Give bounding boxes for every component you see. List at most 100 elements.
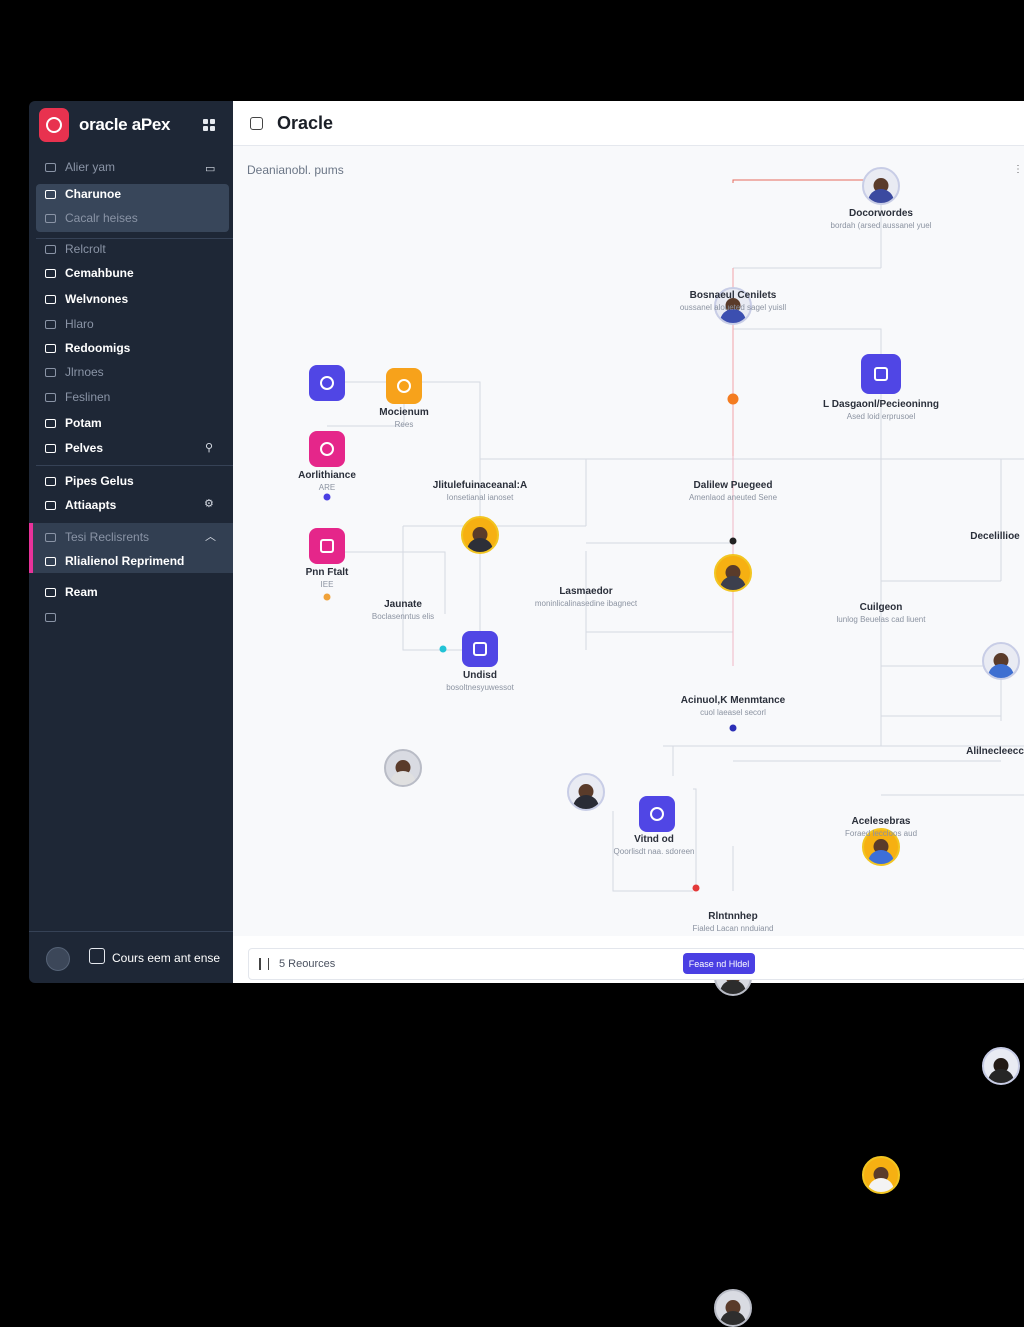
node-tile-3[interactable] (386, 368, 422, 404)
sidebar-item-label: Attiaapts (65, 498, 117, 512)
menu-item-icon (45, 213, 56, 223)
action-button[interactable]: Fease nd Hldel (683, 953, 755, 974)
link (733, 328, 882, 373)
sidebar-item-label: Hlaro (65, 317, 94, 331)
oracle-logo-icon (39, 108, 69, 142)
menu-item-icon (45, 532, 56, 542)
account-icon[interactable] (89, 948, 105, 964)
node-tile-16[interactable] (639, 796, 675, 832)
node-avatar-17[interactable] (714, 1289, 752, 1327)
node-avatar-6[interactable] (714, 554, 752, 592)
sidebar-item-6[interactable]: Hlaro (36, 312, 228, 336)
pause-icon[interactable] (259, 958, 269, 970)
sidebar-item-14[interactable]: Tesi Reclisrents (36, 525, 228, 549)
sidebar-item-1[interactable]: Charunoe (36, 182, 228, 206)
menu-item-icon (45, 587, 56, 597)
app-grid-icon[interactable] (203, 119, 215, 131)
active-indicator (29, 523, 33, 573)
node-avatar-10[interactable] (567, 773, 605, 811)
sidebar-item-label: Welvnones (65, 292, 129, 306)
node-role: Amenlaod aneuted Sene (688, 493, 778, 502)
divider (36, 238, 233, 239)
sidebar-item-10[interactable]: Potam (36, 411, 228, 435)
sidebar-item-extra[interactable] (36, 605, 228, 629)
node-avatar-11[interactable] (862, 828, 900, 866)
section-title: Deanianobl. pums (247, 163, 344, 177)
node-role: ARE (318, 483, 336, 492)
node-tile-2[interactable] (861, 354, 901, 394)
footer-label[interactable]: Cours eem ant ense (112, 951, 221, 965)
node-label-1: Bosnaeul Cenilets oussanel aloueted sagel… (680, 290, 786, 312)
node-avatar-1[interactable] (714, 287, 752, 325)
sidebar-item-7[interactable]: Redoomigs (36, 336, 228, 360)
node-name: Jlitulefuinaceanal:A (432, 480, 528, 491)
link (327, 551, 446, 614)
menu-item-icon (45, 443, 56, 453)
node-tile-12[interactable] (462, 631, 498, 667)
brand[interactable]: oracle aPex (39, 108, 171, 142)
node-avatar-9[interactable] (384, 749, 422, 787)
sidebar-item-label: Cemahbune (65, 266, 134, 280)
node-role: oussanel aloueted sagel yuisll (679, 303, 787, 312)
sidebar-item-4[interactable]: Cemahbune (36, 261, 228, 285)
sidebar-item-label: Cacalr heises (65, 211, 138, 225)
chevron-up-icon[interactable]: ︿ (205, 531, 216, 543)
sidebar-item-label: Pelves (65, 441, 104, 455)
node-tile-4[interactable] (309, 431, 345, 467)
connector-dot (323, 593, 331, 601)
org-chart-canvas[interactable]: Deanianobl. pums ⋮ (233, 146, 1024, 1327)
node-label-7: Decelillioe (970, 531, 1019, 544)
node-name: Bosnaeul Cenilets (689, 290, 777, 301)
node-avatar-7[interactable] (982, 642, 1020, 680)
page-icon (250, 116, 263, 130)
node-avatar-14[interactable] (982, 1047, 1020, 1085)
sidebar-item-15[interactable]: Rlialienol Reprimend (36, 549, 228, 573)
sidebar-item-3[interactable]: Relcrolt (36, 237, 228, 261)
node-name: Aorlithiance (298, 470, 356, 481)
node-name: Alilnecleecc (966, 746, 1024, 757)
node-name: Jaunate (384, 599, 422, 610)
link (612, 811, 693, 892)
sidebar-item-8[interactable]: Jlrnoes (36, 360, 228, 384)
sidebar-item-11[interactable]: Pelves (36, 436, 228, 460)
more-icon[interactable]: ⋮ (1013, 164, 1023, 175)
user-avatar[interactable] (46, 947, 70, 971)
menu-item-icon (45, 500, 56, 510)
sidebar-item-9[interactable]: Feslinen (36, 385, 228, 409)
node-avatar-0[interactable] (862, 167, 900, 205)
node-tile-8[interactable] (309, 528, 345, 564)
node-avatar-15[interactable] (862, 1156, 900, 1194)
node-name: Vitnd od (634, 834, 674, 845)
sidebar-item-16[interactable]: Ream (36, 580, 228, 604)
connector-dot (729, 724, 737, 732)
node-name: Decelillioe (970, 531, 1020, 542)
settings-icon[interactable]: ⚙ (204, 498, 214, 510)
panel-icon[interactable]: ▭ (205, 163, 216, 175)
bottom-bar: 5 Reources Fease nd Hldel (248, 948, 1024, 980)
sidebar-item-5[interactable]: Welvnones (36, 287, 228, 311)
adjust-icon[interactable]: ⚲ (205, 442, 214, 454)
connector-dot (729, 537, 737, 545)
sidebar-item-12[interactable]: Pipes Gelus (36, 469, 228, 493)
sidebar-item-0[interactable]: Alier yam (36, 155, 228, 179)
node-tile-root[interactable] (309, 365, 345, 401)
node-role: Ased loid erprusoel (846, 412, 916, 421)
sidebar-item-2[interactable]: Cacalr heises (36, 206, 228, 230)
app-window: oracle aPex Alier yam ▭ Charunoe Cacalr … (29, 101, 1024, 1327)
node-role: bosoltnesyuwessot (446, 683, 514, 692)
sidebar-item-13[interactable]: Attiaapts (36, 493, 228, 517)
sidebar-item-label: Relcrolt (65, 242, 106, 256)
node-name: Rlntnnhep (708, 911, 758, 922)
node-name: Cuilgeon (859, 602, 903, 613)
divider (29, 931, 233, 932)
node-avatar-5[interactable] (461, 516, 499, 554)
